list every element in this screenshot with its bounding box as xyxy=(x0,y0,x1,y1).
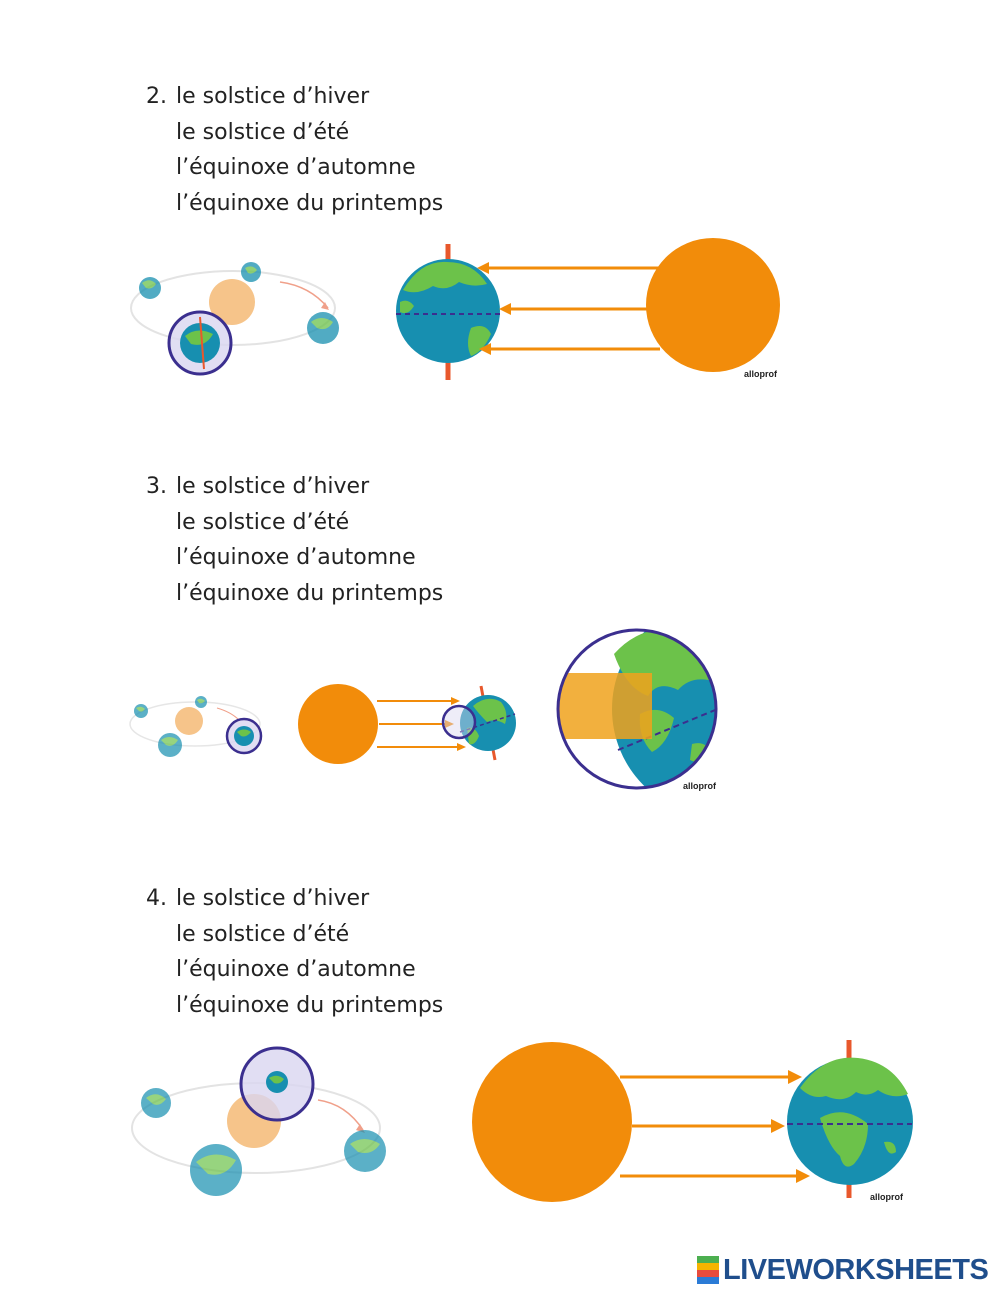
highlight-ring xyxy=(556,628,718,790)
sun-earth-diagram xyxy=(298,684,516,764)
option-winter-solstice[interactable]: le solstice d’hiver xyxy=(176,886,370,911)
brand-name: LIVEWORKSHEETS xyxy=(723,1253,989,1286)
option-summer-solstice[interactable]: le solstice d’été xyxy=(176,921,350,947)
orbit-earth-icon xyxy=(195,696,207,708)
option-autumn-equinox[interactable]: l’équinoxe d’automne xyxy=(176,545,416,570)
question-row: 4. le solstice d’hiver le solstice d’été… xyxy=(146,881,443,1023)
sun-icon xyxy=(298,684,378,764)
highlight-ring xyxy=(441,704,477,740)
orbit-earth-icon xyxy=(141,1088,171,1118)
question-row: 3. le solstice d’hiver le solstice d’été… xyxy=(146,469,443,611)
orbit-earth-icon xyxy=(344,1130,386,1172)
orbit-earth-icon xyxy=(158,733,182,757)
liveworksheets-logo: LIVEWORKSHEETS xyxy=(697,1253,989,1286)
question-number: 2. xyxy=(146,84,167,109)
orbit-diagram xyxy=(130,262,339,376)
question-2: 2. le solstice d’hiver le solstice d’été… xyxy=(146,79,443,221)
option-spring-equinox[interactable]: l’équinoxe du printemps xyxy=(176,580,444,606)
answer-options: le solstice d’hiver le solstice d’été l’… xyxy=(176,79,443,221)
earth-globe-icon xyxy=(396,259,500,363)
orbit-earth-icon xyxy=(190,1144,242,1196)
question-3: 3. le solstice d’hiver le solstice d’été… xyxy=(146,469,443,611)
orbit-diagram xyxy=(131,1046,386,1196)
sun-earth-diagram xyxy=(396,238,780,380)
orbit-earth-icon xyxy=(139,277,161,299)
image-credit: alloprof xyxy=(744,369,777,379)
answer-options: le solstice d’hiver le solstice d’été l’… xyxy=(176,469,443,611)
sun-earth-diagram xyxy=(472,1040,913,1202)
question-number: 3. xyxy=(146,474,167,499)
option-winter-solstice[interactable]: le solstice d’hiver xyxy=(176,84,370,109)
orbit-earth-icon xyxy=(307,312,339,344)
orbit-diagram xyxy=(129,696,263,757)
orbit-earth-icon xyxy=(234,726,254,746)
image-credit: alloprof xyxy=(870,1192,903,1202)
question-row: 2. le solstice d’hiver le solstice d’été… xyxy=(146,79,443,221)
sun-icon xyxy=(472,1042,632,1202)
earth-globe-icon xyxy=(787,1057,913,1185)
option-autumn-equinox[interactable]: l’équinoxe d’automne xyxy=(176,155,416,180)
option-spring-equinox[interactable]: l’équinoxe du printemps xyxy=(176,992,444,1018)
sunlight-beam xyxy=(558,673,652,739)
option-winter-solstice[interactable]: le solstice d’hiver xyxy=(176,474,370,499)
option-summer-solstice[interactable]: le solstice d’été xyxy=(176,509,350,535)
orbit-earth-icon xyxy=(266,1071,288,1093)
question-4: 4. le solstice d’hiver le solstice d’été… xyxy=(146,881,443,1023)
sunlight-rays xyxy=(620,1070,810,1183)
sunlight-rays xyxy=(377,697,466,751)
brand-mark-icon xyxy=(697,1256,719,1284)
image-credit: alloprof xyxy=(683,781,716,791)
answer-options: le solstice d’hiver le solstice d’été l’… xyxy=(176,881,443,1023)
orbit-earth-icon xyxy=(180,316,220,370)
orbit-sun-icon xyxy=(175,707,203,735)
option-summer-solstice[interactable]: le solstice d’été xyxy=(176,119,350,145)
option-autumn-equinox[interactable]: l’équinoxe d’automne xyxy=(176,957,416,982)
orbit-earth-icon xyxy=(241,262,261,282)
orbit-earth-icon xyxy=(134,704,148,718)
question-number: 4. xyxy=(146,886,167,911)
option-spring-equinox[interactable]: l’équinoxe du printemps xyxy=(176,190,444,216)
sun-icon xyxy=(646,238,780,372)
sunlight-rays xyxy=(477,262,660,355)
zoomed-earth-diagram xyxy=(556,628,718,790)
orbit-sun-icon xyxy=(209,279,255,325)
